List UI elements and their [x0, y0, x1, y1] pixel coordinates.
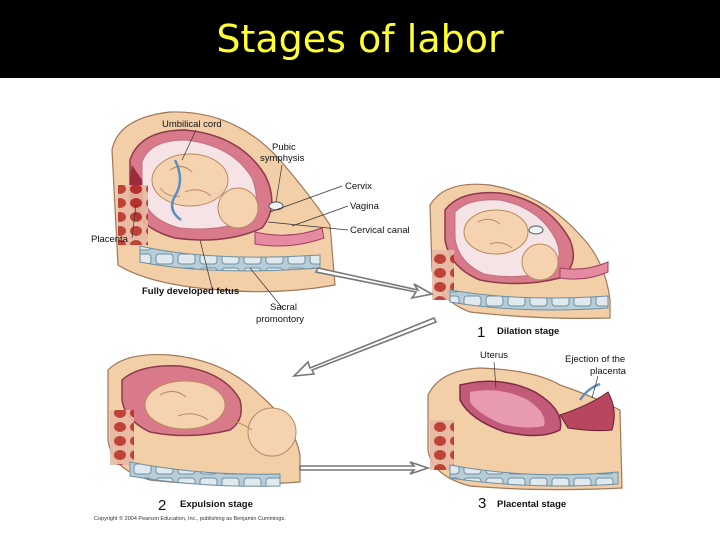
label-pubic: Pubic: [272, 142, 296, 153]
panel-dilation: 1 Dilation stage: [430, 184, 610, 341]
intestines: [430, 420, 454, 470]
stage-label-dilation: Dilation stage: [497, 326, 559, 337]
label-symphysis: symphysis: [260, 153, 305, 164]
panel-placental: Uterus Ejection of the placenta 3 Placen…: [428, 350, 627, 512]
panel-full-term: Umbilical cord Pubic symphysis Cervix Va…: [91, 112, 410, 325]
label-ejection: Ejection of the: [565, 354, 625, 365]
pubic-symphysis: [269, 202, 283, 210]
stage-number-1: 1: [477, 324, 485, 341]
copyright: Copyright © 2004 Pearson Education, Inc.…: [94, 515, 286, 522]
stage-number-2: 2: [158, 497, 166, 514]
pubic-symphysis: [529, 226, 543, 234]
intestines: [110, 410, 134, 465]
stage-arrows: [294, 268, 436, 474]
label-cervical-canal: Cervical canal: [350, 225, 410, 236]
label-vagina: Vagina: [350, 201, 380, 212]
stage-number-3: 3: [478, 495, 486, 512]
arrow-2-to-3: [294, 318, 436, 376]
stage-label-placental: Placental stage: [497, 499, 566, 510]
label-fully-developed-fetus: Fully developed fetus: [142, 286, 239, 297]
label-cervix: Cervix: [345, 181, 372, 192]
label-promontory: promontory: [256, 314, 304, 325]
arrow-3-to-4: [300, 462, 428, 474]
label-uterus: Uterus: [480, 350, 508, 361]
label-umbilical-cord: Umbilical cord: [162, 119, 222, 130]
label-placenta: Placenta: [91, 234, 129, 245]
stage-label-expulsion: Expulsion stage: [180, 499, 253, 510]
panel-expulsion: 2 Expulsion stage: [108, 355, 300, 514]
label-sacral: Sacral: [270, 302, 297, 313]
label-placenta-ejected: placenta: [590, 366, 627, 377]
